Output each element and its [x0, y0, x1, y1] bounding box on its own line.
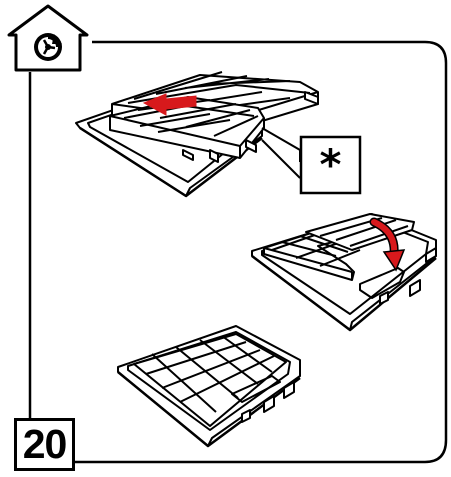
illustration-tilt-filter	[252, 214, 436, 330]
illustration-slide-filter	[76, 72, 318, 196]
callout-pointer	[262, 128, 300, 178]
callout-star-label: *	[301, 137, 360, 193]
illustration-installed-filter	[118, 326, 300, 446]
house-fan-recirculation-icon	[9, 6, 87, 70]
step-number: 20	[14, 418, 75, 471]
